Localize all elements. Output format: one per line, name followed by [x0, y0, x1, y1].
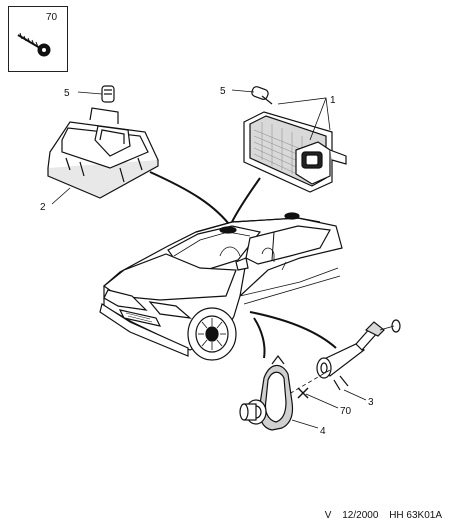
courtesy-light-unit: [243, 86, 347, 193]
car-illustration: [99, 212, 343, 361]
callout-1: 1: [330, 95, 336, 106]
switch-cover: [239, 355, 294, 431]
screw-70-mark: [297, 387, 309, 399]
callout-3: 3: [368, 397, 374, 408]
screw-inset-box: [8, 6, 68, 72]
callout-2: 2: [40, 202, 46, 213]
callout-5-left: 5: [64, 88, 70, 99]
footer-date: 12/2000: [342, 510, 379, 521]
inset-part-number: 70: [46, 12, 58, 23]
footer-variant: V: [324, 510, 332, 521]
callout-5-right: 5: [220, 86, 226, 97]
door-switch: [316, 319, 401, 391]
screw-icon: [17, 32, 51, 57]
callout-70: 70: [340, 406, 352, 417]
footer-ref: HH 63K01A: [389, 510, 442, 521]
diagram-footer: V 12/2000 HH 63K01A: [317, 510, 442, 521]
dome-light-housing: [47, 85, 159, 199]
callout-4: 4: [320, 426, 326, 437]
